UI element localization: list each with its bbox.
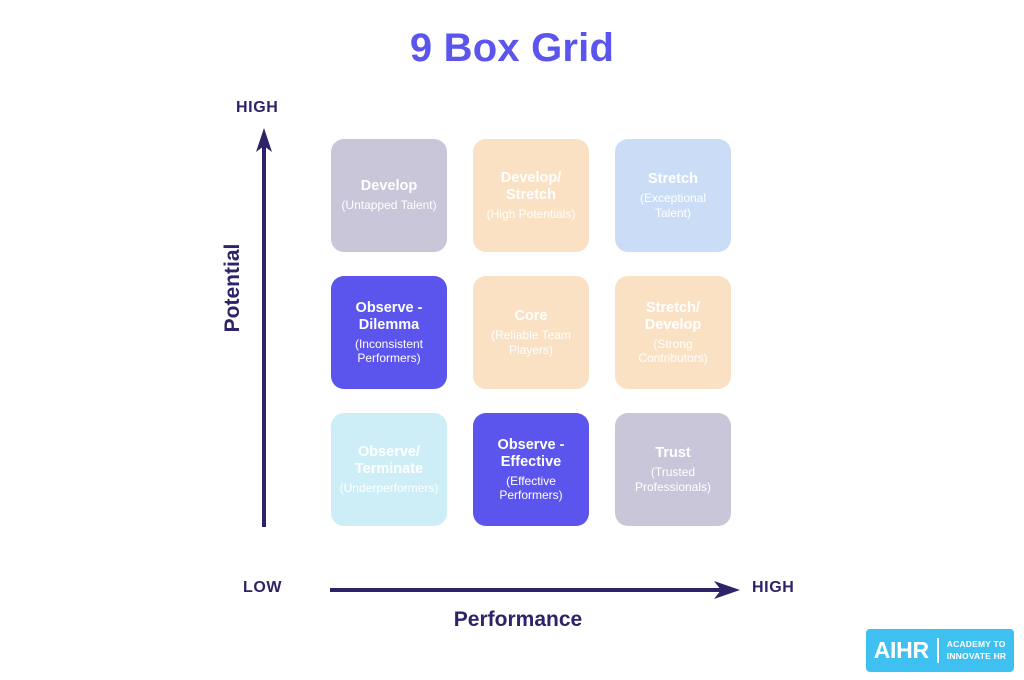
aihr-wordmark: AIHR <box>873 637 929 663</box>
x-axis-arrowhead <box>714 581 740 599</box>
y-axis-title: Potential <box>221 243 244 333</box>
grid-cell-title: Core <box>514 308 548 325</box>
grid-container: Develop (Untapped Talent) Develop/ Stretch… <box>331 139 731 526</box>
grid-cell-subtitle: (Exceptional Talent) <box>639 191 707 220</box>
grid-cell-title: Stretch/ Develop <box>644 299 702 333</box>
grid-cell-observe-terminate[interactable]: Observe/ Terminate (Underperformers) <box>331 413 447 526</box>
grid-cell-title: Observe - Effective <box>497 436 565 470</box>
x-axis-low-label: LOW <box>243 579 283 596</box>
grid-cell-title: Develop/ Stretch <box>500 169 562 203</box>
grid-cell-title: Stretch <box>648 171 698 188</box>
grid-cell-subtitle: (Strong Contributors) <box>638 336 708 366</box>
grid-cell-subtitle: (Untapped Talent) <box>341 198 437 213</box>
grid-cell-subtitle: (Trusted Professionals) <box>634 465 712 494</box>
grid-cell-develop[interactable]: Develop (Untapped Talent) <box>331 139 447 252</box>
grid-cell-stretch[interactable]: Stretch (Exceptional Talent) <box>615 139 731 252</box>
grid-cell-title: Develop <box>360 178 418 195</box>
grid-cell-subtitle: (Effective Performers) <box>499 473 563 503</box>
y-axis-arrowhead <box>256 128 272 152</box>
x-axis-high-label: HIGH <box>752 579 795 596</box>
page-title: 9 Box Grid <box>409 26 615 70</box>
y-axis-high-label: HIGH <box>236 99 279 116</box>
grid-cell-title: Observe - Dilemma <box>355 299 423 333</box>
x-axis-title: Performance <box>453 608 583 631</box>
grid-cell-subtitle: (Inconsistent Performers) <box>354 336 424 366</box>
grid-cell-subtitle: (Underperformers) <box>339 480 439 495</box>
grid-cell-stretch-develop[interactable]: Stretch/ Develop(Strong Contributors) <box>615 276 731 389</box>
grid-cell-subtitle: (High Potentials) <box>486 206 576 221</box>
grid-cell-develop-stretch[interactable]: Develop/ Stretch (High Potentials) <box>473 139 589 252</box>
aihr-logo: AIHR ACADEMY TO INNOVATE HR <box>866 629 1014 672</box>
grid-cell-title: Observe/ Terminate <box>354 443 424 477</box>
grid-cell-observe-effective[interactable]: Observe - Effective(Effective Performers… <box>473 413 589 526</box>
grid-cell-subtitle: (Reliable Team Players) <box>491 328 571 357</box>
grid-cell-title: Trust <box>655 445 691 462</box>
logo-divider <box>936 638 939 663</box>
grid-cell-core[interactable]: Core (Reliable Team Players) <box>473 276 589 389</box>
grid-cell-observe-dilemma[interactable]: Observe - Dilemma(Inconsistent Performer… <box>331 276 447 389</box>
grid-cell-trust[interactable]: Trust (Trusted Professionals) <box>615 413 731 526</box>
aihr-tagline: ACADEMY TO INNOVATE HR <box>946 639 1007 661</box>
